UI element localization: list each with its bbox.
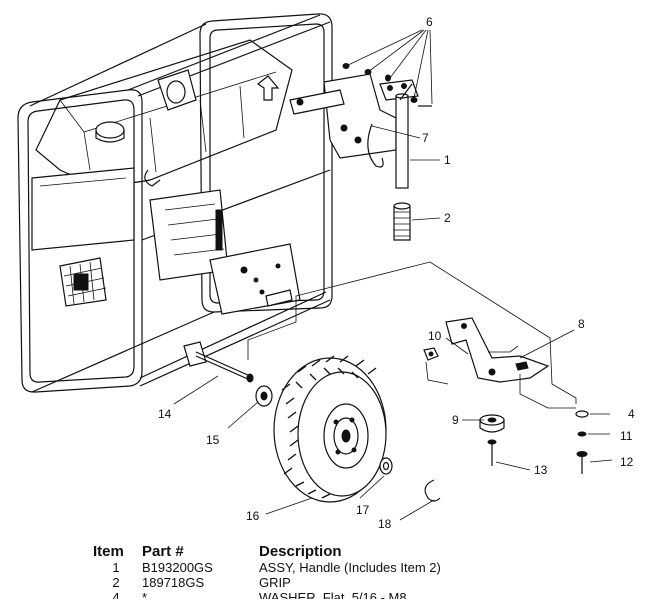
header-description: Description: [259, 543, 342, 560]
callout-labels: 6 7 1 2 8 10 9 4 11 12 13 14 15 16 17 18: [158, 15, 635, 530]
parts-table: Item Part # Description 1 B193200GS ASSY…: [90, 543, 510, 599]
callout-17: 17: [356, 503, 370, 517]
row-description: WASHER, Flat, 5/16 - M8: [259, 590, 407, 599]
leader-lines-top: [345, 29, 441, 221]
row-description: ASSY, Handle (Includes Item 2): [259, 560, 441, 575]
exploded-parts-diagram: 6 7 1 2 8 10 9 4 11 12 13 14 15 16 17 18: [17, 13, 635, 530]
callout-4: 4: [628, 407, 635, 421]
engine-assembly: [31, 167, 301, 315]
row-item: 4: [112, 590, 120, 599]
row-part-number: *: [142, 590, 148, 599]
callout-9: 9: [452, 413, 459, 427]
row-item: 2: [112, 575, 120, 590]
callout-10: 10: [428, 329, 442, 343]
handle-grip: [393, 202, 411, 241]
callout-16: 16: [246, 509, 260, 523]
callout-13: 13: [534, 463, 548, 477]
row-item: 1: [112, 560, 120, 575]
row-part-number: 189718GS: [142, 575, 205, 590]
fuel-tank: [35, 39, 293, 187]
callout-11: 11: [620, 429, 633, 443]
table-row: 1 B193200GS ASSY, Handle (Includes Item …: [90, 560, 510, 575]
header-item: Item: [93, 543, 124, 560]
callout-8: 8: [578, 317, 585, 331]
callout-1: 1: [444, 153, 451, 167]
leader-lines-bottom: [173, 329, 613, 521]
handle-bracket: [289, 63, 432, 189]
callout-15: 15: [206, 433, 220, 447]
washer-and-clip: [379, 457, 441, 502]
callout-12: 12: [620, 455, 634, 469]
callout-14: 14: [158, 407, 172, 421]
callout-18: 18: [378, 517, 392, 530]
leg-bracket: [423, 317, 589, 474]
wheel: [273, 355, 387, 503]
table-row: 2 189718GS GRIP: [90, 575, 510, 590]
header-part-number: Part #: [142, 543, 184, 560]
callout-2: 2: [444, 211, 451, 225]
row-description: GRIP: [259, 575, 291, 590]
table-header-row: Item Part # Description: [90, 543, 510, 560]
axle-assembly: [183, 341, 273, 407]
table-row: 4 * WASHER, Flat, 5/16 - M8: [90, 590, 510, 599]
reference-lines: [247, 261, 577, 409]
callout-7: 7: [422, 131, 429, 145]
callout-6: 6: [426, 15, 433, 29]
row-part-number: B193200GS: [142, 560, 213, 575]
